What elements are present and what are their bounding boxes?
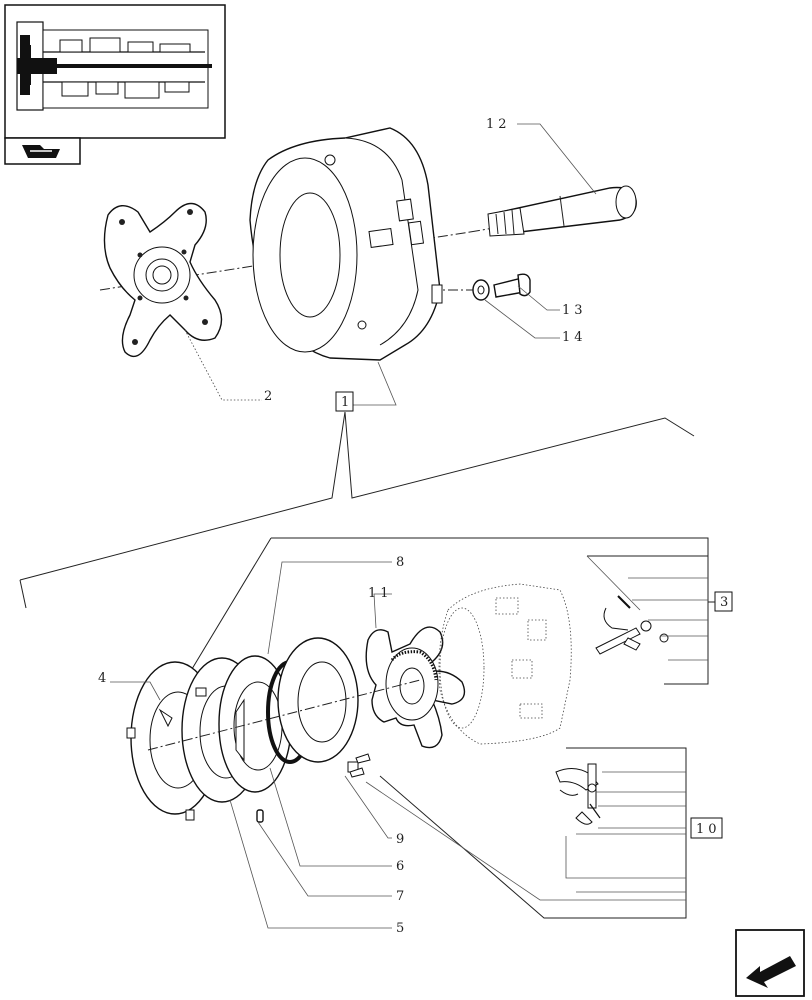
reference-box-1[interactable]: 1	[335, 391, 354, 412]
lever-assembly-group-3[interactable]	[595, 595, 669, 655]
clutch-housing-assembly[interactable]	[249, 127, 443, 361]
shaft-part-12[interactable]	[487, 185, 637, 237]
screw-small[interactable]	[349, 753, 371, 778]
book-icon	[22, 145, 60, 158]
label-5: 5	[396, 921, 404, 936]
gearbox-thumbnail[interactable]	[4, 4, 226, 165]
reference-box-10[interactable]: 10	[690, 817, 723, 839]
reference-box-3[interactable]: 3	[714, 591, 733, 612]
plate-part-9[interactable]	[277, 637, 359, 773]
label-7: 7	[396, 889, 404, 904]
pin-part-7[interactable]	[256, 809, 264, 823]
label-6: 6	[396, 859, 404, 874]
label-4: 4	[98, 671, 106, 686]
label-14: 14	[562, 330, 587, 345]
svg-text:10: 10	[696, 822, 721, 837]
bolt-part-13[interactable]	[493, 273, 531, 298]
label-11: 11	[368, 586, 393, 601]
label-9: 9	[396, 832, 404, 847]
svg-text:1: 1	[341, 395, 349, 410]
label-12: 12	[486, 117, 511, 132]
housing-reference-outline	[438, 583, 572, 745]
hub-disc-part-11[interactable]	[365, 626, 466, 749]
clutch-disc-part-2[interactable]	[103, 202, 223, 358]
fork-assembly-group-10[interactable]	[555, 763, 601, 825]
arrow-nav-icon[interactable]	[735, 929, 805, 997]
label-13: 13	[562, 303, 587, 318]
washer-part-14[interactable]	[472, 279, 490, 301]
label-8: 8	[396, 555, 404, 570]
svg-text:3: 3	[720, 595, 728, 610]
label-2: 2	[264, 389, 272, 404]
